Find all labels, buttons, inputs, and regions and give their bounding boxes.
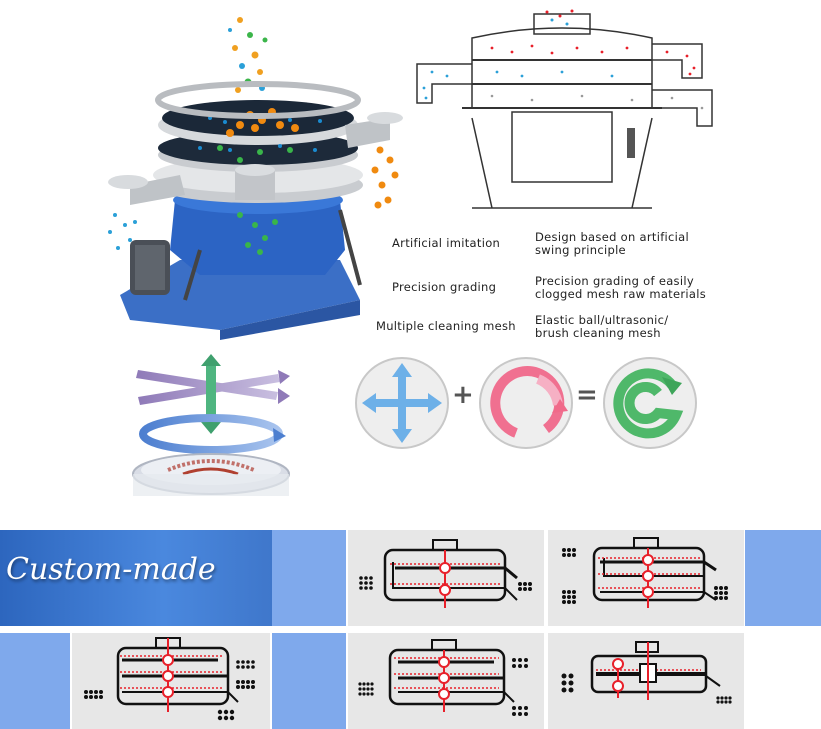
feature-desc-2-line1: Precision grading of easily (535, 274, 694, 288)
feature-desc-2: Precision grading of easily clogged mesh… (535, 275, 706, 301)
custom-made-banner (0, 530, 272, 626)
tumbler-screen-machine-illustration (108, 17, 403, 340)
feature-name-3: Multiple cleaning mesh (376, 319, 516, 333)
blue-tile (272, 633, 346, 729)
spiral-circle-icon (603, 357, 697, 449)
plus-sign: + (452, 380, 474, 410)
feature-desc-3-line1: Elastic ball/ultrasonic/ (535, 313, 669, 327)
feature-desc-1-line2: swing principle (535, 243, 626, 257)
vertical-arrow-icon (201, 354, 221, 366)
three-layer-sieve-diagram (84, 637, 255, 721)
three-layer-sieve-diagram (358, 639, 528, 716)
feature-desc-2-line2: clogged mesh raw materials (535, 287, 707, 301)
motion-trajectory-diagram (132, 354, 290, 496)
sieve-cross-section-schematic (416, 9, 713, 209)
two-layer-sieve-diagram (359, 539, 532, 608)
feature-desc-3: Elastic ball/ultrasonic/ brush cleaning … (535, 314, 668, 340)
blue-tile (272, 530, 346, 626)
single-layer-sieve-diagram (561, 641, 732, 704)
feature-desc-3-line2: brush cleaning mesh (535, 326, 661, 340)
feature-name-1: Artificial imitation (392, 236, 501, 250)
custom-made-label: Custom-made (6, 552, 216, 587)
blue-tile (0, 633, 70, 729)
three-layer-sieve-diagram (562, 537, 728, 608)
blue-tile (745, 530, 821, 626)
feature-desc-1: Design based on artificial swing princip… (535, 231, 689, 257)
directional-circle-icon (355, 357, 449, 449)
equals-sign: = (576, 380, 598, 410)
rotation-circle-icon (479, 357, 573, 449)
feature-name-2: Precision grading (392, 280, 497, 294)
feature-desc-1-line1: Design based on artificial (535, 230, 689, 244)
